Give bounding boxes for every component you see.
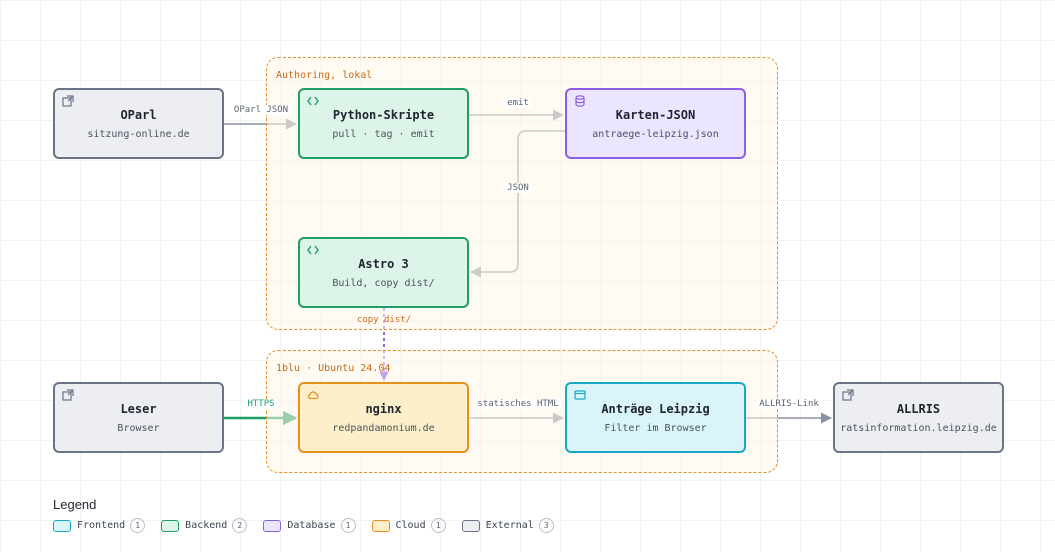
node-astro-title: Astro 3 <box>358 256 409 271</box>
legend-count-badge: 1 <box>430 518 446 533</box>
group-authoring-label: Authoring, lokal <box>276 70 373 81</box>
legend-swatch-external <box>461 519 480 532</box>
external-link-icon <box>62 95 74 107</box>
edge-label-oparl-json: OParl JSON <box>230 105 292 115</box>
node-nginx-title: nginx <box>365 401 402 416</box>
code-icon <box>307 96 319 106</box>
edge-label-json: JSON <box>504 183 532 193</box>
legend-item-backend[interactable]: Backend 2 <box>161 518 248 533</box>
node-allris-subtitle: ratsinformation.leipzig.de <box>840 422 997 434</box>
legend-swatch-cloud <box>371 519 390 532</box>
edge-label-copy-dist: copy dist/ <box>356 315 412 325</box>
edge-label-https: HTTPS <box>244 399 278 409</box>
node-python-skripte[interactable]: Python-Skripte pull · tag · emit <box>298 88 469 159</box>
legend-swatch-frontend <box>53 519 71 532</box>
node-antraege-leipzig[interactable]: Anträge Leipzig Filter im Browser <box>565 382 746 453</box>
legend-item-cloud[interactable]: Cloud 1 <box>371 518 446 533</box>
legend-label: External <box>485 520 534 531</box>
group-server-label: 1blu · Ubuntu 24.04 <box>276 363 391 374</box>
node-antraege-leipzig-subtitle: Filter im Browser <box>604 422 707 434</box>
node-nginx[interactable]: nginx redpandamonium.de <box>298 382 469 453</box>
node-astro-subtitle: Build, copy dist/ <box>332 277 435 289</box>
legend-swatch-backend <box>161 519 180 532</box>
node-oparl[interactable]: OParl sitzung-online.de <box>53 88 224 159</box>
node-leser[interactable]: Leser Browser <box>53 382 224 453</box>
legend-label: Frontend <box>77 520 126 531</box>
node-allris[interactable]: ALLRIS ratsinformation.leipzig.de <box>833 382 1004 453</box>
external-link-icon <box>62 389 74 401</box>
browser-window-icon <box>574 390 586 400</box>
legend: Frontend 1 Backend 2 Database 1 Cloud 1 … <box>53 518 570 533</box>
node-karten-json[interactable]: Karten-JSON antraege-leipzig.json <box>565 88 746 159</box>
legend-label: Database <box>287 520 336 531</box>
legend-item-external[interactable]: External 3 <box>461 518 554 533</box>
legend-swatch-database <box>263 519 282 532</box>
code-icon <box>307 245 319 255</box>
edge-label-statisches-html: statisches HTML <box>474 399 562 409</box>
legend-label: Cloud <box>395 520 426 531</box>
legend-count-badge: 3 <box>538 518 554 533</box>
edge-label-emit: emit <box>504 98 532 108</box>
legend-count-badge: 1 <box>130 518 146 533</box>
legend-item-database[interactable]: Database 1 <box>263 518 356 533</box>
node-leser-subtitle: Browser <box>117 422 160 434</box>
external-link-icon <box>842 389 854 401</box>
edge-label-allris-link: ALLRIS-Link <box>756 399 822 409</box>
database-icon <box>575 95 585 107</box>
node-leser-title: Leser <box>120 401 157 416</box>
node-allris-title: ALLRIS <box>896 401 941 416</box>
cloud-icon <box>307 391 319 400</box>
node-karten-json-subtitle: antraege-leipzig.json <box>592 128 719 140</box>
legend-title: Legend <box>53 497 97 512</box>
node-python-skripte-subtitle: pull · tag · emit <box>332 128 435 140</box>
node-astro[interactable]: Astro 3 Build, copy dist/ <box>298 237 469 308</box>
legend-label: Backend <box>185 520 228 531</box>
legend-item-frontend[interactable]: Frontend 1 <box>53 518 146 533</box>
node-karten-json-title: Karten-JSON <box>615 107 696 122</box>
node-oparl-subtitle: sitzung-online.de <box>87 128 190 140</box>
legend-count-badge: 1 <box>340 518 356 533</box>
node-nginx-subtitle: redpandamonium.de <box>332 422 435 434</box>
node-antraege-leipzig-title: Anträge Leipzig <box>601 401 710 416</box>
legend-count-badge: 2 <box>232 518 248 533</box>
node-python-skripte-title: Python-Skripte <box>332 107 435 122</box>
node-oparl-title: OParl <box>120 107 157 122</box>
